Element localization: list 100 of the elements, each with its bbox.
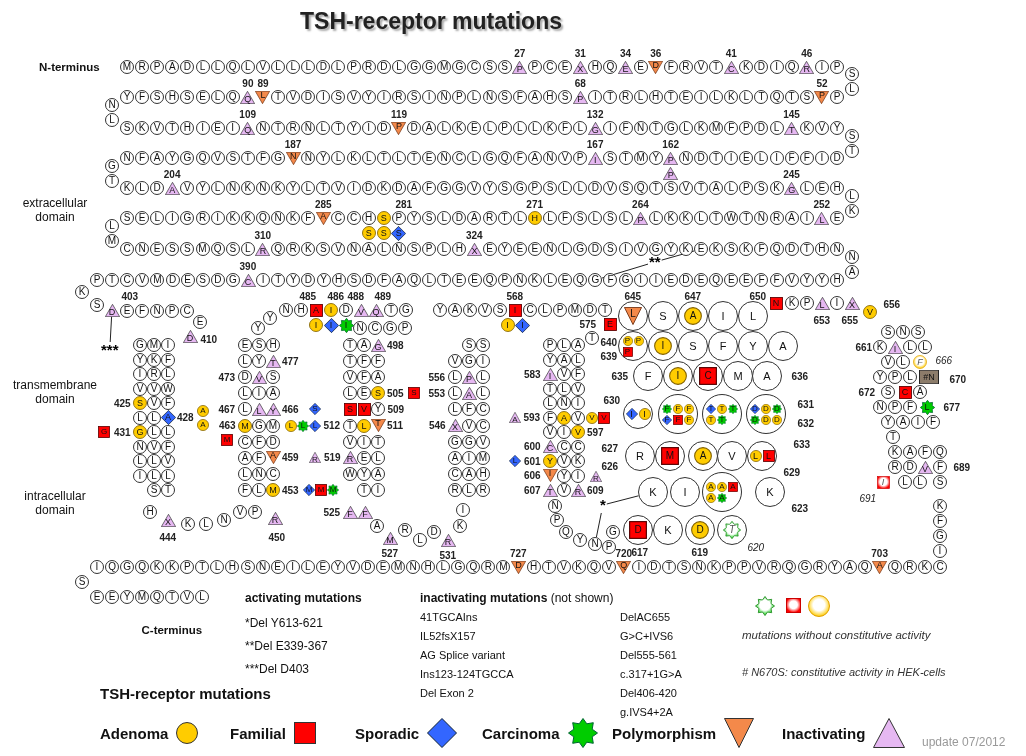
residue-circle: V bbox=[558, 151, 573, 165]
residue-circle: V bbox=[543, 425, 557, 439]
note: *Del Y613-621 bbox=[245, 616, 323, 630]
residue-circle: E bbox=[452, 273, 467, 287]
residue-circle: V bbox=[556, 560, 571, 574]
residue-circle: G bbox=[133, 338, 147, 352]
position-number: 720 bbox=[615, 548, 633, 559]
residue-circle: A bbox=[557, 352, 571, 367]
residue-circle: M bbox=[150, 273, 165, 287]
residue-circle: I bbox=[603, 121, 618, 135]
leader-line bbox=[606, 495, 639, 505]
inactivating-marker: I bbox=[587, 151, 603, 165]
residue-circle: K bbox=[917, 560, 932, 574]
residue-circle: Y bbox=[407, 211, 421, 225]
residue-circle: D bbox=[452, 211, 467, 225]
residue-circle: L bbox=[437, 242, 452, 256]
residue-circle: M bbox=[120, 60, 134, 74]
position-number: 666 bbox=[935, 354, 953, 366]
mutation-item: Del406-420 bbox=[620, 687, 677, 699]
familial-marker: F bbox=[673, 414, 683, 425]
residue-circle: L bbox=[391, 60, 406, 74]
residue-circle: E bbox=[694, 273, 709, 287]
residue-circle: L bbox=[462, 483, 476, 497]
residue-circle: E bbox=[467, 273, 482, 287]
residue-circle: K bbox=[873, 340, 887, 354]
position-number: 489 bbox=[374, 290, 392, 302]
carcinoma-marker: A bbox=[717, 492, 727, 503]
residue-circle: R bbox=[398, 523, 412, 537]
residue-circle: K bbox=[240, 181, 255, 195]
residue-circle: P bbox=[830, 90, 844, 104]
residue-circle: K bbox=[463, 303, 477, 317]
residue-circle: H bbox=[452, 242, 467, 256]
residue-circle: Q bbox=[769, 90, 784, 104]
residue-circle: F bbox=[903, 400, 917, 414]
residue-circle: T bbox=[407, 151, 421, 165]
inactivating-marker: D bbox=[182, 329, 198, 343]
residue-circle: L bbox=[467, 151, 482, 165]
residue-circle: A bbox=[903, 445, 917, 459]
residue-circle: V bbox=[571, 381, 585, 396]
residue-circle: S bbox=[150, 90, 165, 104]
position-number: 36 bbox=[650, 48, 662, 59]
residue-circle: E bbox=[270, 560, 285, 574]
residue-circle: P bbox=[497, 273, 512, 287]
residue-circle: K bbox=[571, 454, 585, 468]
position-number: 597 bbox=[587, 426, 604, 438]
residue-circle: C bbox=[238, 434, 252, 449]
carcinoma-marker: D bbox=[772, 403, 782, 414]
residue-circle: A bbox=[845, 265, 859, 279]
residue-circle: V bbox=[881, 355, 895, 369]
adenoma-marker: A A A A A bbox=[702, 472, 742, 512]
residue-circle: I bbox=[769, 60, 784, 74]
residue-circle: I bbox=[316, 90, 331, 104]
residue-circle: P bbox=[346, 60, 361, 74]
residue-circle: A bbox=[266, 386, 280, 401]
inactivating-marker: R bbox=[342, 451, 358, 465]
residue-circle: N bbox=[271, 211, 286, 225]
residue-circle: E bbox=[527, 242, 542, 256]
inactivating-marker: Q bbox=[240, 90, 256, 104]
residue-circle: L bbox=[448, 386, 462, 401]
residue-circle: L bbox=[543, 396, 557, 410]
position-number: 390 bbox=[239, 261, 257, 272]
position-number: 633 bbox=[793, 438, 811, 450]
residue-circle: V bbox=[161, 454, 175, 468]
residue-circle: M bbox=[496, 560, 511, 574]
position-number: 640 bbox=[600, 336, 618, 348]
residue-circle: H bbox=[830, 273, 844, 287]
polymorphism-marker: A bbox=[315, 211, 331, 225]
residue-circle: S bbox=[180, 90, 195, 104]
position-number: 703 bbox=[871, 548, 888, 559]
residue-circle: E bbox=[193, 315, 207, 329]
residue-circle: T bbox=[845, 144, 859, 158]
position-number: 639 bbox=[600, 350, 618, 362]
position-number: 607 bbox=[524, 484, 541, 496]
inactivating-marker: R bbox=[440, 533, 456, 547]
residue-circle: G bbox=[573, 242, 588, 256]
residue-circle: Y bbox=[251, 321, 265, 335]
residue-circle: D bbox=[361, 181, 376, 195]
familial-marker: A bbox=[309, 303, 323, 317]
adenoma-marker: S bbox=[361, 226, 376, 240]
adenoma-marker: L bbox=[357, 418, 371, 433]
residue-circle: T bbox=[343, 354, 357, 369]
heading: activating mutations bbox=[245, 591, 362, 605]
residue-circle: I bbox=[346, 181, 361, 195]
region-label: transmembrane domain bbox=[11, 378, 98, 406]
sporadic-marker: F bbox=[662, 414, 672, 425]
residue-circle: K bbox=[845, 204, 859, 218]
sporadic-marker: D D D D D D bbox=[746, 394, 786, 434]
polymorphism-marker: A bbox=[872, 560, 888, 574]
residue-circle: F bbox=[933, 460, 947, 474]
residue-circle: P bbox=[391, 211, 406, 225]
position-number: 635 bbox=[611, 370, 629, 382]
residue-circle: I bbox=[210, 211, 225, 225]
inactivating-marker: T bbox=[265, 354, 281, 368]
residue-circle: K bbox=[724, 90, 739, 104]
residue-circle: V bbox=[180, 181, 195, 195]
residue-circle: S bbox=[165, 242, 180, 256]
position-number: 546 bbox=[429, 420, 446, 432]
residue-circle: H bbox=[588, 60, 603, 74]
position-number: 650 bbox=[749, 290, 767, 302]
inactivating-marker: R bbox=[570, 483, 586, 497]
